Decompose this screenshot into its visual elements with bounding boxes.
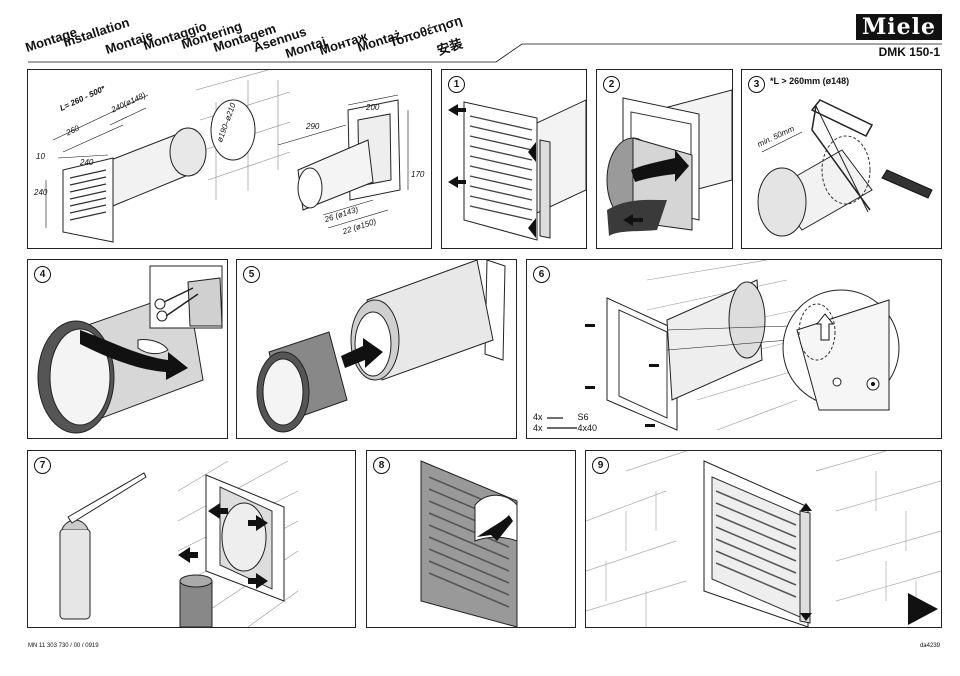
overview-illustration: [45, 70, 409, 243]
dim-240-side: 240: [34, 188, 48, 197]
saw-cut-illustration: [757, 99, 933, 237]
sealant-illustration: [59, 460, 299, 627]
step-4-panel: 4: [27, 259, 228, 439]
step-5-panel: 5: [236, 259, 517, 439]
duct-insert-illustration: [606, 89, 732, 236]
model-number: DMK 150-1: [878, 45, 940, 59]
step-number: 3: [748, 76, 765, 93]
step-9-panel: 9: [585, 450, 942, 628]
step-3-panel: 3 *L > 260mm (ø148) min. 50mm: [741, 69, 942, 249]
finished-grille-illustration: [586, 451, 941, 627]
step-number: 2: [603, 76, 620, 93]
step-number: 6: [533, 266, 550, 283]
parts-list-2: 4x 4x40: [533, 423, 597, 433]
header-rule: [28, 43, 942, 63]
tape-wrap-illustration: [37, 265, 223, 434]
step-7-panel: 7: [27, 450, 356, 628]
length-note: *L > 260mm (ø148): [770, 76, 850, 86]
dim-170: 170: [411, 170, 425, 179]
parts-qty: 4x: [533, 412, 543, 422]
step-number: 9: [592, 457, 609, 474]
dim-240-top: 240: [80, 158, 94, 167]
dim-290: 290: [306, 122, 320, 131]
step-number: 8: [373, 457, 390, 474]
next-page-icon[interactable]: [908, 593, 938, 625]
document-code: da4239: [919, 643, 940, 649]
overview-panel: L= 260 - 500* 240(ø148) 260 10 240 240 ø…: [27, 69, 432, 249]
dim-10: 10: [36, 152, 45, 161]
step-number: 7: [34, 457, 51, 474]
grille-fit-illustration: [420, 460, 518, 627]
step-8-panel: 8: [366, 450, 576, 628]
document-number: MN 11 303 730 / 00 / 0919: [28, 643, 99, 649]
step-number: 4: [34, 266, 51, 283]
step-6-panel: 6 4x S6 4x 4x40: [526, 259, 942, 439]
step-1-panel: 1: [441, 69, 587, 249]
grille-removal-illustration: [448, 99, 586, 241]
step-number: 5: [243, 266, 260, 283]
step-number: 1: [448, 76, 465, 93]
parts-label: S6: [577, 412, 589, 422]
step-2-panel: 2: [596, 69, 733, 249]
parts-qty: 4x: [533, 423, 543, 433]
parts-list-1: 4x S6: [533, 412, 589, 422]
dim-200: 200: [366, 103, 380, 112]
brand-logo: Miele: [855, 14, 942, 40]
duct-connect-illustration: [256, 260, 506, 433]
parts-label: 4x40: [577, 423, 598, 433]
wall-mount-illustration: [547, 260, 900, 431]
